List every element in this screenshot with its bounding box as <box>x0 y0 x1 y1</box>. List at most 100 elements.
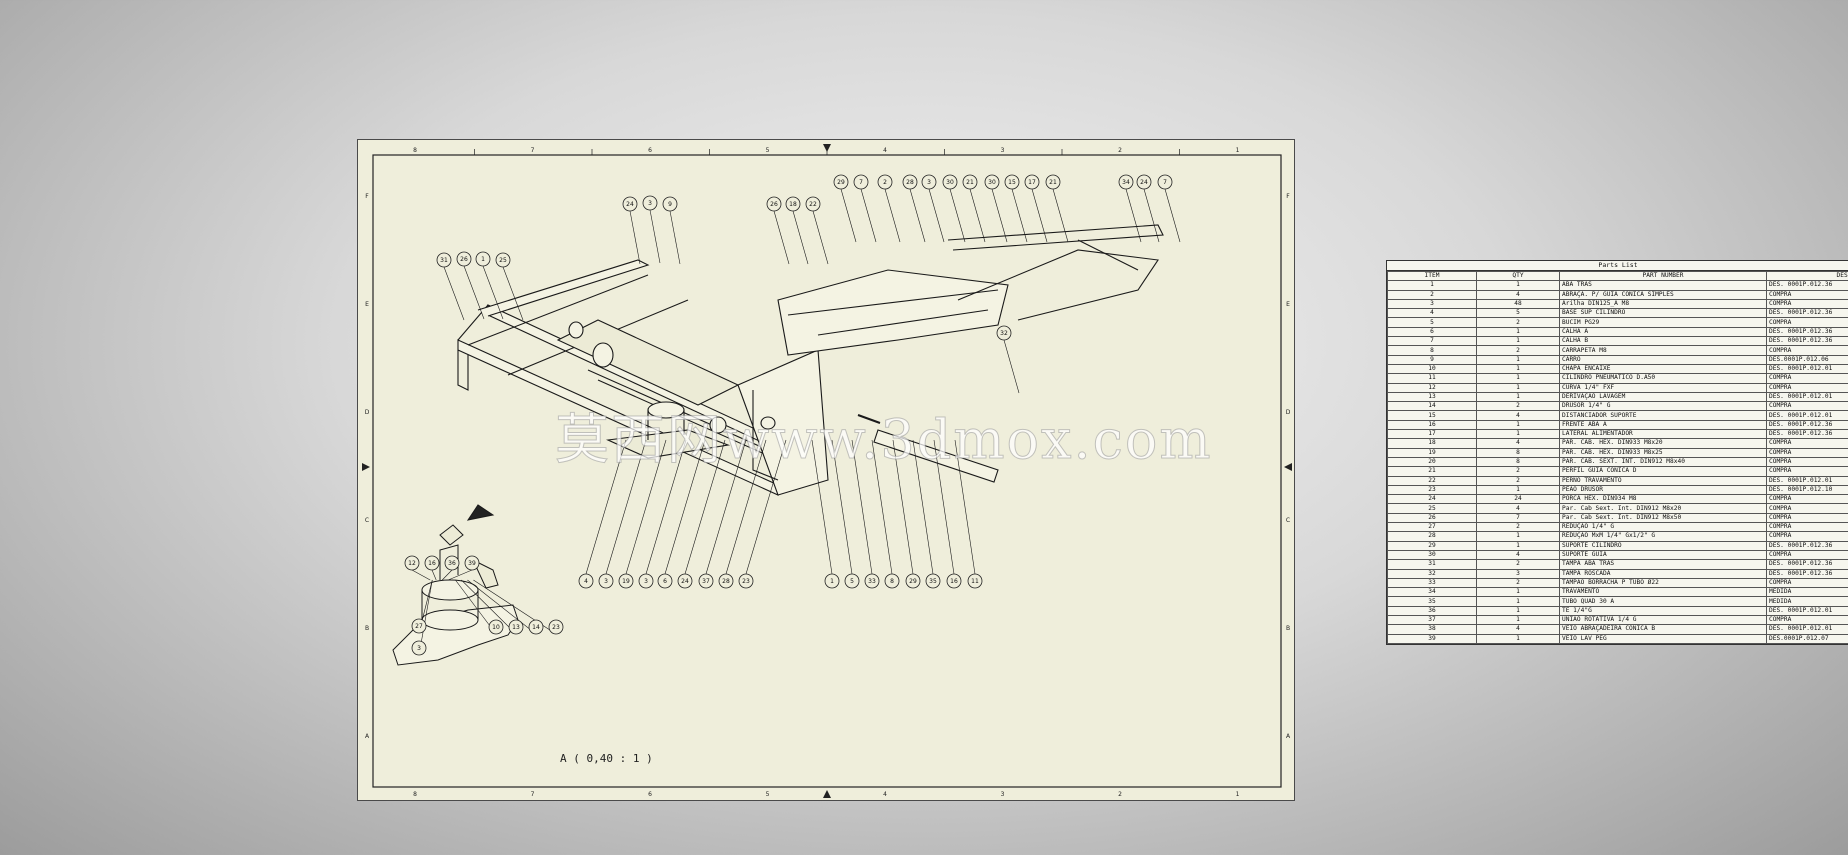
balloon-number: 13 <box>512 624 520 631</box>
cell-qty: 2 <box>1476 577 1560 589</box>
cell-description: DES. 0001P.012.36 <box>1766 540 1848 551</box>
balloon-bottom: 8 <box>884 573 900 589</box>
cell-qty: 1 <box>1476 373 1560 384</box>
balloon-main: 31 <box>436 252 452 268</box>
balloon-main: 2 <box>877 174 893 190</box>
balloon-number: 24 <box>1140 179 1148 186</box>
cell-item: 17 <box>1387 429 1477 440</box>
cell-qty: 2 <box>1476 475 1560 486</box>
cell-item: 8 <box>1387 345 1477 356</box>
cell-part-number: CHAPA ENCAIXE <box>1559 363 1767 375</box>
balloon-number: 9 <box>668 201 672 208</box>
cell-item: 18 <box>1387 438 1477 449</box>
cell-part-number: SUPORTE CILINDRO <box>1559 540 1767 551</box>
cell-qty: 1 <box>1476 382 1560 393</box>
cell-item: 16 <box>1387 419 1477 431</box>
cell-qty: 1 <box>1476 391 1560 403</box>
balloon-main: 34 <box>1118 174 1134 190</box>
balloon-main: 17 <box>1024 174 1040 190</box>
balloon-number: 31 <box>440 257 448 264</box>
column-marker-top: 3 <box>1001 147 1005 154</box>
balloon-number: 30 <box>988 179 996 186</box>
cell-qty: 1 <box>1476 633 1560 644</box>
balloon-number: 23 <box>742 578 750 585</box>
cell-item: 36 <box>1387 605 1477 617</box>
cell-description: DES. 0001P.012.36 <box>1766 429 1848 440</box>
balloon-bottom: 16 <box>946 573 962 589</box>
detail-scale-label: A ( 0,40 : 1 ) <box>560 752 653 765</box>
cell-qty: 2 <box>1476 559 1560 570</box>
balloon-number: 24 <box>626 201 634 208</box>
balloon-detail: 36 <box>444 555 460 571</box>
cell-qty: 4 <box>1476 289 1560 300</box>
cell-item: 20 <box>1387 456 1477 468</box>
balloon-main: 15 <box>1004 174 1020 190</box>
row-marker-right: E <box>1286 301 1290 308</box>
balloon-detail: 16 <box>424 555 440 571</box>
row-marker-left: A <box>365 733 370 740</box>
balloon-main: 32 <box>996 325 1012 341</box>
cell-item: 27 <box>1387 521 1477 533</box>
column-marker-top: 1 <box>1236 147 1240 154</box>
balloon-detail: 13 <box>508 619 524 635</box>
cell-part-number: DRUSOR 1/4" G <box>1559 401 1767 412</box>
balloon-number: 32 <box>1000 330 1008 337</box>
cell-part-number: CILINDRO PNEUMATICO D.A50 <box>1559 373 1767 384</box>
cell-part-number: LATERAL ALIMENTADOR <box>1559 429 1767 440</box>
cell-description: MEDIDA <box>1766 587 1848 598</box>
parts-list-title: Parts List <box>1387 261 1848 271</box>
balloon-number: 3 <box>604 578 608 585</box>
cell-item: 30 <box>1387 549 1477 561</box>
cell-part-number: CARRAPETA M8 <box>1559 345 1767 356</box>
cell-description: DES. 0001P.012.10 <box>1766 484 1848 496</box>
cell-qty: 4 <box>1476 549 1560 561</box>
cell-item: 13 <box>1387 391 1477 403</box>
watermark: 莫西网www.3dmox.com <box>555 408 1213 472</box>
cell-item: 11 <box>1387 373 1477 384</box>
cell-qty: 24 <box>1476 494 1560 505</box>
balloon-number: 39 <box>468 560 476 567</box>
cell-description: COMPRA <box>1766 298 1848 310</box>
balloon-number: 6 <box>663 578 667 585</box>
cell-part-number: VEIO ABRAÇADEIRA CONICA B <box>1559 624 1767 635</box>
balloon-bottom: 35 <box>925 573 941 589</box>
cell-qty: 2 <box>1476 401 1560 412</box>
cell-description: COMPRA <box>1766 373 1848 384</box>
cell-qty: 1 <box>1476 363 1560 375</box>
cell-qty: 4 <box>1476 438 1560 449</box>
cell-part-number: REDUÇÃO 1/4" G <box>1559 521 1767 533</box>
balloon-number: 21 <box>966 179 974 186</box>
balloon-bottom: 23 <box>738 573 754 589</box>
balloon-detail: 14 <box>528 619 544 635</box>
balloon-number: 4 <box>584 578 588 585</box>
balloon-number: 27 <box>415 623 423 630</box>
cell-qty: 5 <box>1476 308 1560 319</box>
cell-item: 25 <box>1387 503 1477 514</box>
cell-item: 1 <box>1387 280 1477 291</box>
cell-part-number: TÊ 1/4"G <box>1559 605 1767 617</box>
balloon-number: 1 <box>481 256 485 263</box>
cell-part-number: PAR. CAB. HEX. DIN933 M8x25 <box>1559 447 1767 458</box>
balloon-main: 21 <box>1045 174 1061 190</box>
balloon-number: 3 <box>644 578 648 585</box>
cell-description: COMPRA <box>1766 447 1848 458</box>
cell-part-number: TAMPÃO BORRACHA P TUBO Ø22 <box>1559 577 1767 589</box>
